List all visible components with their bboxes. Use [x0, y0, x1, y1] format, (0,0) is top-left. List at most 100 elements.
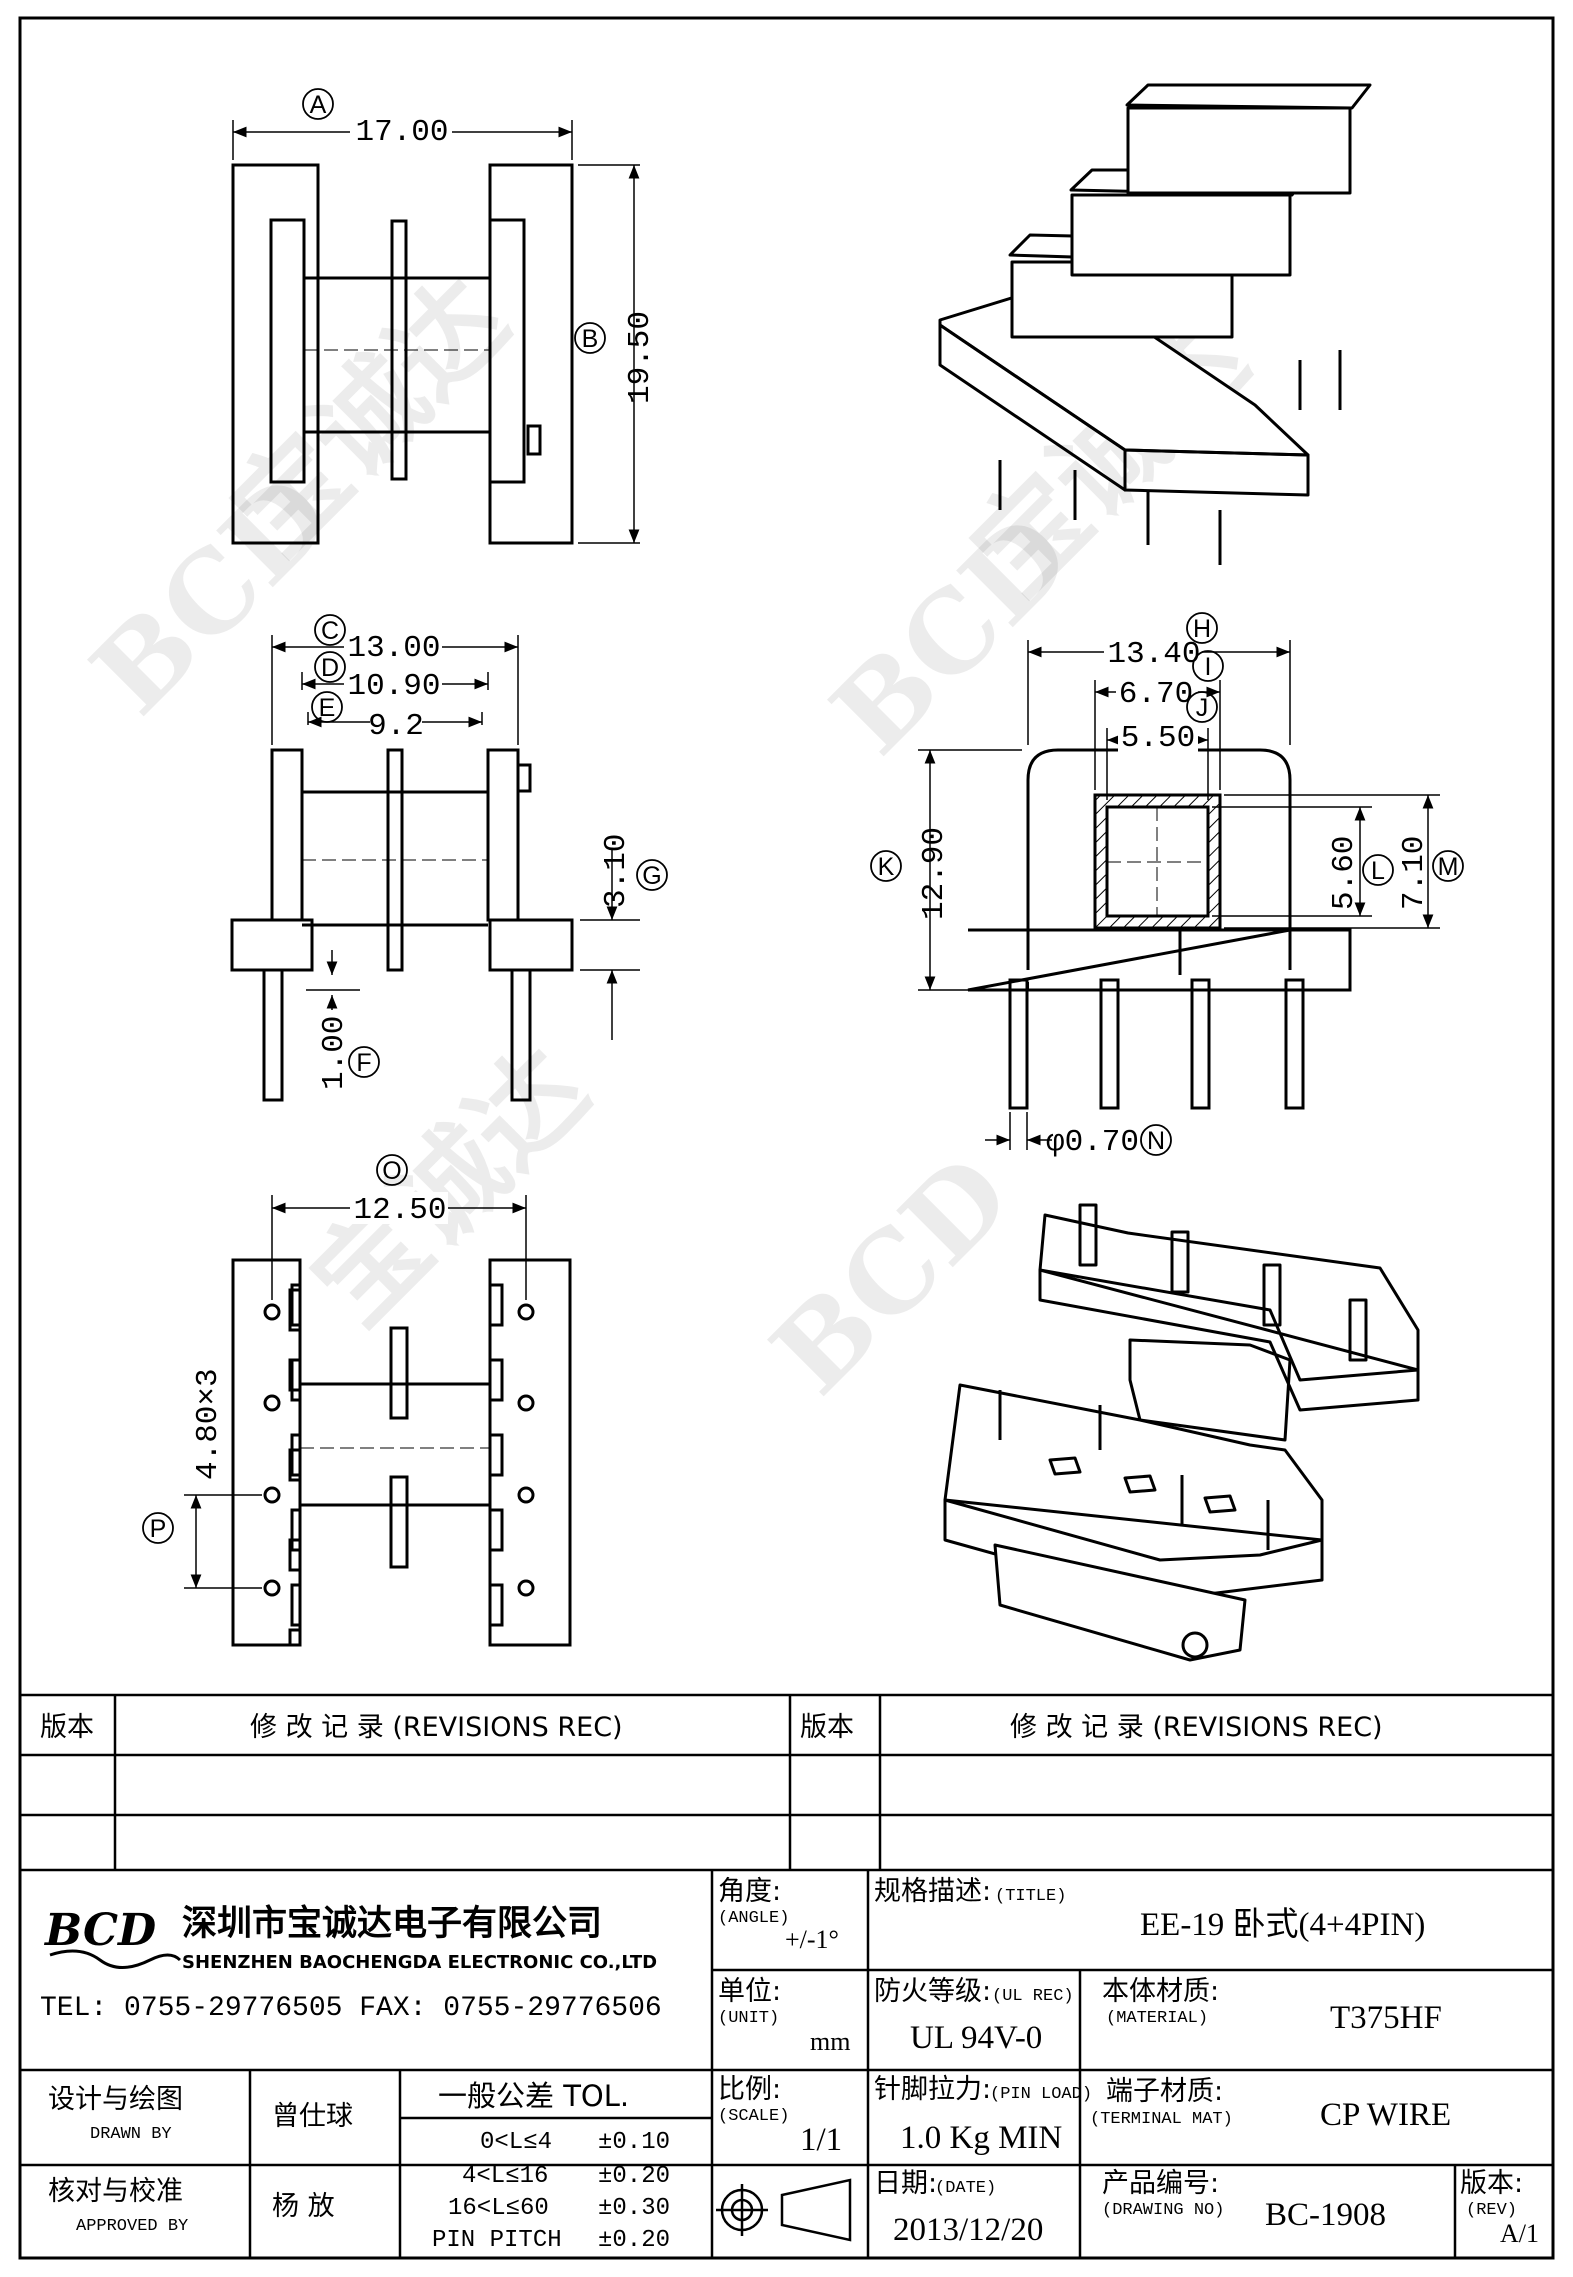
dim-core-inner-j: 5.50 [1121, 721, 1195, 756]
tolerance-title: 一般公差 TOL. [438, 2079, 629, 2113]
material-label: 本体材质: [1102, 1976, 1219, 2007]
scale-value: 1/1 [800, 2122, 842, 2158]
terminal-label: 端子材质: [1106, 2076, 1223, 2107]
pin-load-label: 针脚拉力: [874, 2074, 991, 2105]
drawing-no-label: 产品编号: [1102, 2168, 1219, 2199]
dim-height-b: 19.50 [623, 311, 658, 404]
ref-m: M [1438, 853, 1459, 881]
rev-records-right: 修 改 记 录 (REVISIONS REC) [1010, 1712, 1383, 1743]
dim-core-outer-i: 6.70 [1119, 677, 1193, 712]
watermark-logo: BCD [747, 1131, 1035, 1419]
terminal-value: CP WIRE [1320, 2097, 1451, 2133]
date-label: 日期: [874, 2168, 937, 2199]
ref-i: I [1205, 653, 1212, 681]
dim-winding-e: 9.2 [368, 709, 424, 744]
ul-value: UL 94V-0 [910, 2020, 1042, 2056]
angle-label-en: (ANGLE) [718, 1909, 789, 1928]
projection-symbol [716, 2178, 852, 2242]
unit-label-en: (UNIT) [718, 2009, 779, 2028]
material-label-en: (MATERIAL) [1106, 2009, 1208, 2028]
tol-value-4: ±0.20 [598, 2227, 670, 2254]
company-name-cn: 深圳市宝诚达电子有限公司 [182, 1904, 602, 1944]
approved-label-en: APPROVED BY [76, 2217, 188, 2236]
drawing-border [18, 16, 1555, 2260]
dim-base-g: 3.10 [599, 834, 634, 908]
dim-height-k: 12.90 [917, 827, 952, 920]
angle-value: +/-1° [785, 1925, 839, 1954]
date-label-en: (DATE) [935, 2179, 996, 2198]
drawn-label-en: DRAWN BY [90, 2125, 172, 2144]
bottom-view [231, 1258, 572, 1647]
company-logo: BCD [43, 1905, 156, 1956]
rev-records-left: 修 改 记 录 (REVISIONS REC) [250, 1712, 623, 1743]
approved-label: 核对与校准 [48, 2176, 183, 2207]
ref-c: C [321, 617, 339, 645]
side-view [967, 748, 1352, 1110]
tol-value-3: ±0.30 [598, 2195, 670, 2222]
title-label: 规格描述: [874, 1876, 991, 1907]
tol-range-1: 0<L≤4 [480, 2129, 552, 2156]
logo-swirl [49, 1949, 182, 1969]
rev-label-en: (REV) [1466, 2201, 1517, 2220]
dim-width-a: 17.00 [355, 115, 448, 150]
tol-value-1: ±0.10 [598, 2129, 670, 2156]
ref-e: E [319, 694, 336, 722]
terminal-label-en: (TERMINAL MAT) [1090, 2110, 1233, 2129]
rev-label: 版本: [1460, 2168, 1523, 2199]
ref-b: B [582, 325, 599, 353]
rev-header-left: 版本 [40, 1712, 94, 1743]
dim-overall-h: 13.40 [1107, 637, 1200, 672]
ref-o: O [382, 1157, 401, 1185]
ref-a: A [310, 91, 327, 119]
top-view [231, 163, 574, 545]
iso-view-top [938, 83, 1372, 565]
ref-p: P [150, 1515, 167, 1543]
ul-label-en: (UL REC) [992, 1987, 1074, 2006]
ref-k: K [878, 853, 895, 881]
title-value: EE-19 卧式(4+4PIN) [1140, 1906, 1425, 1943]
dim-inner-d: 10.90 [347, 669, 440, 704]
ref-j: J [1196, 694, 1209, 722]
front-view [230, 748, 574, 1102]
dim-core-h-l: 5.60 [1327, 836, 1362, 910]
pin-load-value: 1.0 Kg MIN [900, 2120, 1062, 2156]
approved-name: 杨 放 [272, 2191, 335, 2222]
dim-overall-c: 13.00 [347, 631, 440, 666]
tol-range-3: 16<L≤60 [448, 2195, 549, 2222]
ref-l: L [1371, 857, 1385, 885]
unit-value: mm [810, 2027, 850, 2056]
dim-pitch-p: 4.80×3 [191, 1368, 226, 1480]
ref-n: N [1147, 1127, 1165, 1155]
dim-core-h-m: 7.10 [1397, 836, 1432, 910]
pin-load-label-en: (PIN LOAD) [990, 2085, 1092, 2104]
drawn-label: 设计与绘图 [48, 2084, 183, 2115]
ref-g: G [642, 862, 661, 890]
angle-label: 角度: [718, 1876, 781, 1907]
drawing-no-label-en: (DRAWING NO) [1102, 2201, 1224, 2220]
dim-standoff-f: 1.00 [317, 1016, 352, 1090]
scale-label-en: (SCALE) [718, 2107, 789, 2126]
tol-range-4: PIN PITCH [432, 2227, 562, 2254]
rev-header-right: 版本 [800, 1712, 854, 1743]
company-contact: TEL: 0755-29776505 FAX: 0755-29776506 [40, 1993, 662, 2024]
iso-view-bottom [943, 1203, 1420, 1662]
dim-pin-n: φ0.70 [1046, 1125, 1139, 1160]
ref-f: F [356, 1049, 371, 1077]
scale-label: 比例: [718, 2074, 781, 2105]
title-block-grid [20, 1693, 1553, 2258]
ref-d: D [321, 654, 339, 682]
ul-label: 防火等级: [874, 1976, 991, 2007]
ref-h: H [1193, 615, 1211, 643]
dim-row-o: 12.50 [353, 1193, 446, 1228]
unit-label: 单位: [718, 1976, 781, 2007]
title-label-en: (TITLE) [995, 1887, 1066, 1906]
date-value: 2013/12/20 [893, 2212, 1043, 2248]
company-name-en: SHENZHEN BAOCHENGDA ELECTRONIC CO.,LTD [182, 1952, 657, 1973]
drawing-no-value: BC-1908 [1265, 2197, 1386, 2233]
watermark-cn: 宝诚达 [207, 254, 532, 579]
drawn-name: 曾仕球 [272, 2101, 353, 2132]
tol-value-2: ±0.20 [598, 2163, 670, 2190]
tol-range-2: 4<L≤16 [462, 2163, 548, 2190]
rev-value: A/1 [1500, 2219, 1539, 2248]
